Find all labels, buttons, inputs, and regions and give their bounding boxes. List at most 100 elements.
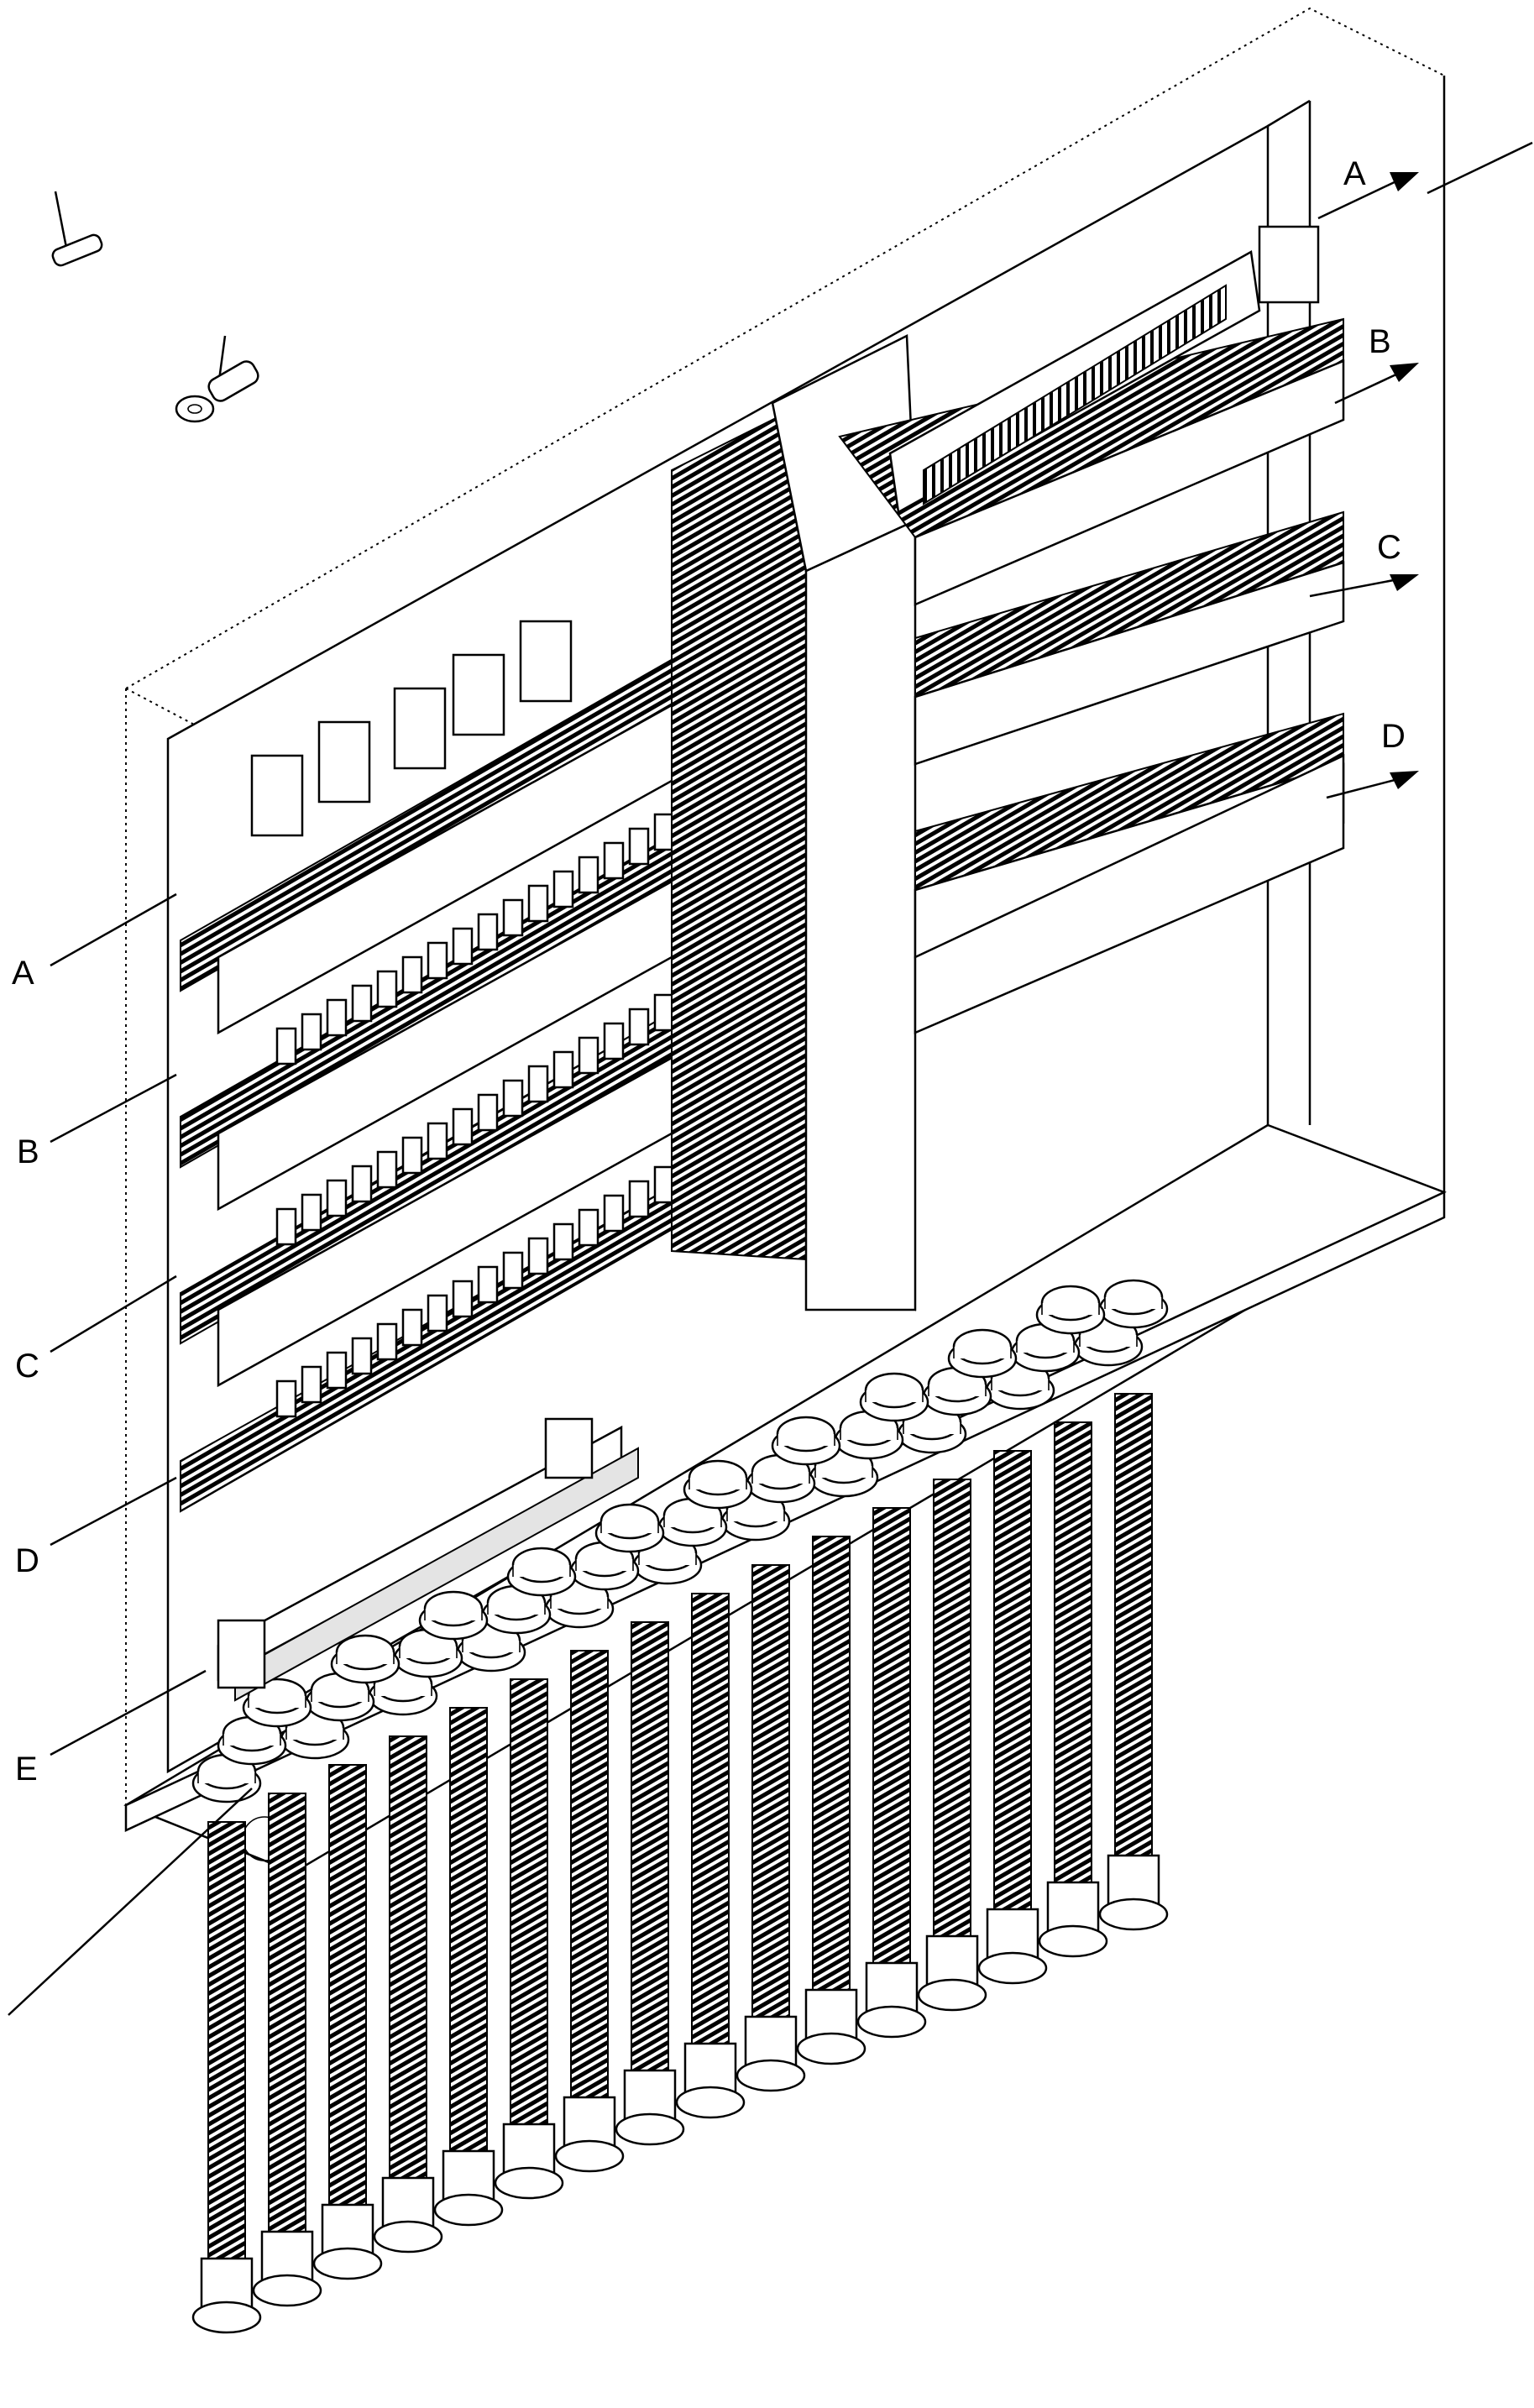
terminal-block [452,1107,474,1146]
cable-gland-icon [947,1328,1018,1379]
terminal-block [401,955,423,994]
terminal-block [578,856,599,894]
terminal-block [326,1351,348,1390]
terminal-block [527,1065,549,1103]
terminal-block [477,913,499,951]
terminal-block [376,1150,398,1189]
cable-gland-icon [594,1503,665,1553]
terminal-block [427,1122,448,1160]
terminal-block [603,1194,625,1233]
conduit-icon [615,1621,685,2146]
conduit-icon [312,1764,383,2280]
callout-left-b: B [17,1133,39,1170]
din-rail-right-rows [838,317,1345,1034]
callout-right-b: B [1369,323,1391,360]
terminal-block [603,1022,625,1060]
conduit-icon [554,1650,625,2173]
conduit-icon [1038,1421,1108,1958]
callout-left-d: D [15,1542,39,1579]
din-rail-left-rows [180,620,749,1513]
earth-bar [217,1417,639,1702]
cable-gland-icon [330,1634,401,1684]
flexible-conduits [191,1393,1169,2334]
terminal-block [628,827,650,866]
terminal-block [653,813,675,851]
terminal-block [427,941,448,980]
contactor [250,754,304,837]
terminal-block [326,998,348,1037]
terminal-block [301,1365,322,1404]
terminal-block [603,841,625,880]
terminal-block [552,1050,574,1089]
callout-left-e: E [15,1751,38,1788]
ring-terminal-icon [175,335,259,423]
terminal-block [351,1337,373,1375]
conduit-icon [856,1507,927,2039]
terminal-block [275,1027,297,1065]
terminal-block [275,1379,297,1418]
conduit-icon [191,1821,262,2334]
cable-gland-icon [771,1416,841,1466]
terminal-block [351,984,373,1023]
terminal-block [628,1008,650,1046]
terminal-block [502,1079,524,1118]
conduit-icon [252,1793,322,2307]
conduit-icon [977,1450,1048,1985]
fuse-icon [51,191,103,267]
terminal-block [502,898,524,937]
terminal-block [326,1179,348,1217]
callout-left-c: C [15,1348,39,1385]
contactor [519,620,573,703]
callout-right-c: C [1377,529,1401,566]
conduit-icon [675,1593,746,2119]
terminal-block [502,1251,524,1290]
terminal-block [427,1294,448,1332]
terminal-block [628,1180,650,1218]
conduit-icon [796,1536,866,2065]
terminal-block [452,927,474,966]
relay-bank [888,225,1320,514]
terminal-block [401,1308,423,1347]
contactor [317,720,371,804]
terminal-block [578,1036,599,1075]
contactor [393,687,447,770]
terminal-block [401,1136,423,1175]
conduit-icon [736,1564,806,2092]
terminal-block [477,1093,499,1132]
terminal-block [578,1208,599,1247]
terminal-block [527,884,549,923]
conduit-icon [373,1735,443,2254]
vertical-wire-duct [671,334,917,1311]
cable-gland-icon [418,1590,489,1641]
conduit-icon [917,1479,987,2012]
leader-lines [8,141,1533,2016]
conduit-icon [433,1707,504,2227]
conduit-icon [494,1678,564,2200]
cable-gland-icon [683,1459,753,1510]
cable-gland-icon [1098,1279,1169,1329]
cable-gland-icon [1035,1285,1106,1335]
callouts-left: A B C D E [12,955,39,1788]
terminal-block [301,1013,322,1051]
terminal-block [527,1237,549,1275]
terminal-block [653,993,675,1032]
cable-gland-icon [859,1372,929,1422]
callout-right-a: A [1343,155,1366,192]
terminal-block [653,1165,675,1204]
cable-gland-icon [506,1547,577,1597]
terminal-block [452,1280,474,1318]
callouts-right: A B C D [1343,155,1406,755]
terminal-block [552,1222,574,1261]
callout-left-a: A [12,955,34,992]
callout-right-d: D [1381,718,1406,755]
terminal-block [552,870,574,908]
terminal-block [376,970,398,1008]
cable-glands [191,1279,1169,1803]
terminal-block [275,1207,297,1246]
terminal-block [301,1193,322,1232]
terminal-block [376,1322,398,1361]
cable-gland-icon [657,1497,728,1547]
contactor [452,653,505,736]
terminal-block [477,1265,499,1304]
